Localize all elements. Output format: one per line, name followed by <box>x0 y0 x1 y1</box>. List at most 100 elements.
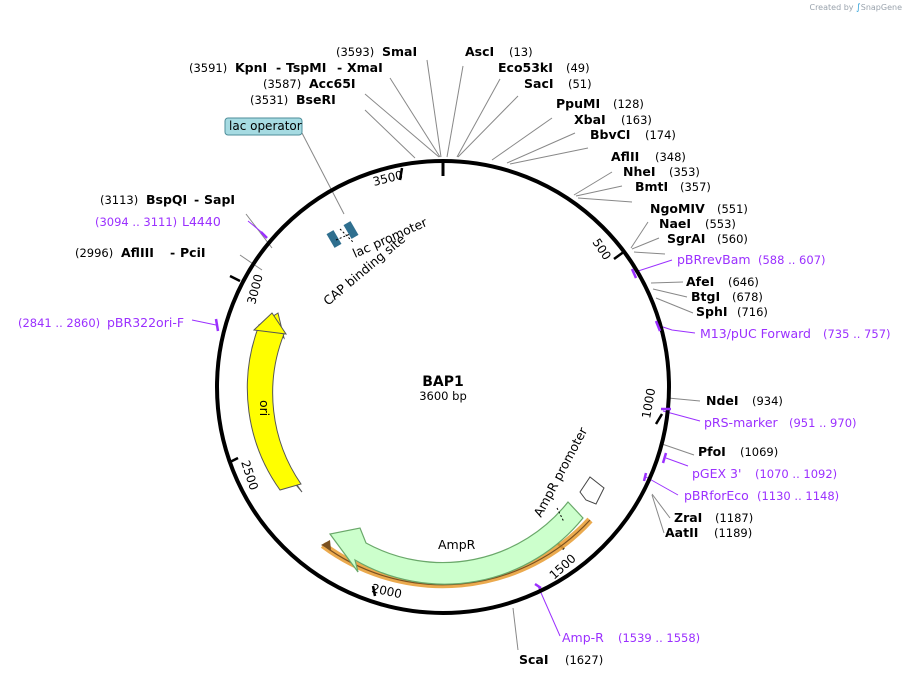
primer-range: (951 .. 970) <box>789 416 857 430</box>
primer-name: pBRforEco <box>684 488 749 503</box>
enzyme-pos: (13) <box>509 45 533 59</box>
enzyme-name: ScaI <box>519 652 549 667</box>
tick-label-1000: 1000 <box>639 387 658 420</box>
enzyme-pos: (3593) <box>336 45 374 59</box>
lac-dashed-link-2 <box>335 233 351 241</box>
enzyme-pos: (49) <box>566 61 590 75</box>
enzyme-name: NaeI <box>659 216 691 231</box>
enzyme-pos: (553) <box>705 217 736 231</box>
plasmid-name: BAP1 <box>422 374 464 390</box>
ori-label: ori <box>257 400 272 416</box>
enzyme-name: KpnI <box>235 60 267 75</box>
tick-label-2000: 2000 <box>370 581 403 601</box>
enzyme-name: BtgI <box>691 289 720 304</box>
enzyme-pos: (128) <box>613 97 644 111</box>
enzyme-name: XmaI <box>347 60 383 75</box>
ampr-feature <box>328 501 584 585</box>
watermark-brand: SnapGene <box>860 3 902 12</box>
enzyme-name: NdeI <box>706 393 739 408</box>
enzyme-pos: (3591) <box>189 61 227 75</box>
primer-range: (3094 .. 3111) <box>95 215 177 229</box>
enzyme-name: NheI <box>623 164 656 179</box>
ori-feature-arrowhead <box>252 312 288 335</box>
ampr-highlight-arrowhead <box>321 540 331 550</box>
enzyme-pos: (551) <box>717 202 748 216</box>
enzyme-pos: (3531) <box>250 93 288 107</box>
lac-operator-box <box>224 117 303 136</box>
primer-range: (588 .. 607) <box>758 253 826 267</box>
cap-site-feature <box>326 230 342 248</box>
primer-name: L4440 <box>182 214 221 229</box>
enzyme-pos: (716) <box>737 305 768 319</box>
enzyme-name: BseRI <box>296 92 336 107</box>
watermark-text: Created by <box>809 3 854 12</box>
label-leader-lines <box>239 59 701 651</box>
enzyme-pos: (348) <box>655 150 686 164</box>
primer-name: pRS-marker <box>704 415 779 430</box>
enzyme-name: NgoMIV <box>650 201 705 216</box>
enzyme-name: AatII <box>665 525 698 540</box>
tick-label-500: 500 <box>590 236 614 263</box>
ampr-promoter-label: AmpR promoter <box>530 424 590 519</box>
primer-range: (2841 .. 2860) <box>18 316 100 330</box>
plasmid-length: 3600 bp <box>419 389 467 403</box>
enzyme-separator: - <box>170 245 175 260</box>
enzyme-name: SphI <box>696 304 728 319</box>
lac-dashed-link <box>339 228 354 243</box>
lac-promoter-feature <box>343 221 359 239</box>
enzyme-pos: (934) <box>752 394 783 408</box>
watermark: Created by ∫SnapGene <box>809 3 902 13</box>
enzyme-name: ZraI <box>674 510 702 525</box>
enzyme-name: SapI <box>204 192 235 207</box>
primer-name: M13/pUC Forward <box>700 326 811 341</box>
enzyme-pos: (1189) <box>714 526 752 540</box>
ampr-label: AmpR <box>438 537 476 552</box>
enzyme-name: BbvCI <box>590 127 630 142</box>
enzyme-pos: (3587) <box>263 77 301 91</box>
primer-name: pBR322ori-F <box>107 315 184 330</box>
primer-range: (1130 .. 1148) <box>757 489 839 503</box>
enzyme-pos: (174) <box>645 128 676 142</box>
snapgene-logo-icon: ∫ <box>856 3 861 13</box>
enzyme-pos: (2996) <box>75 246 113 260</box>
ampr-promoter-boundary <box>556 507 565 523</box>
enzyme-name: XbaI <box>574 112 606 127</box>
primer-range: (1539 .. 1558) <box>618 631 700 645</box>
primer-range: (735 .. 757) <box>823 327 891 341</box>
tick-label-3000: 3000 <box>244 273 265 306</box>
enzyme-name: PciI <box>180 245 206 260</box>
lac-operator-label: lac operator <box>229 119 302 133</box>
enzyme-pos: (646) <box>728 275 759 289</box>
enzyme-name: PfoI <box>698 444 726 459</box>
primer-marks <box>214 231 671 590</box>
enzyme-separator: - <box>194 192 199 207</box>
enzyme-separator: - <box>337 60 342 75</box>
enzyme-pos: (1187) <box>715 511 753 525</box>
enzyme-pos: (3113) <box>100 193 138 207</box>
enzyme-name: SgrAI <box>667 231 705 246</box>
enzyme-name: TspMI <box>286 60 326 75</box>
enzyme-pos: (560) <box>717 232 748 246</box>
enzyme-name: SmaI <box>382 44 417 59</box>
primer-name: pGEX 3' <box>692 466 741 481</box>
enzyme-pos: (678) <box>732 290 763 304</box>
enzyme-pos: (1627) <box>565 653 603 667</box>
enzyme-pos: (353) <box>669 165 700 179</box>
enzyme-pos: (357) <box>680 180 711 194</box>
enzyme-name: Acc65I <box>309 76 356 91</box>
enzyme-name: BmtI <box>635 179 668 194</box>
enzyme-pos: (163) <box>621 113 652 127</box>
ampr-promoter-feature <box>579 476 605 505</box>
enzyme-name: SacI <box>524 76 554 91</box>
primer-range: (1070 .. 1092) <box>755 467 837 481</box>
enzyme-name: AflII <box>611 149 639 164</box>
enzyme-separator: - <box>276 60 281 75</box>
enzyme-name: AflIII <box>121 245 154 260</box>
enzyme-name: PpuMI <box>556 96 600 111</box>
enzyme-name: AfeI <box>686 274 714 289</box>
enzyme-name: Eco53kI <box>498 60 553 75</box>
enzyme-name: BspQI <box>146 192 187 207</box>
enzyme-pos: (1069) <box>740 445 778 459</box>
enzyme-name: AscI <box>465 44 494 59</box>
